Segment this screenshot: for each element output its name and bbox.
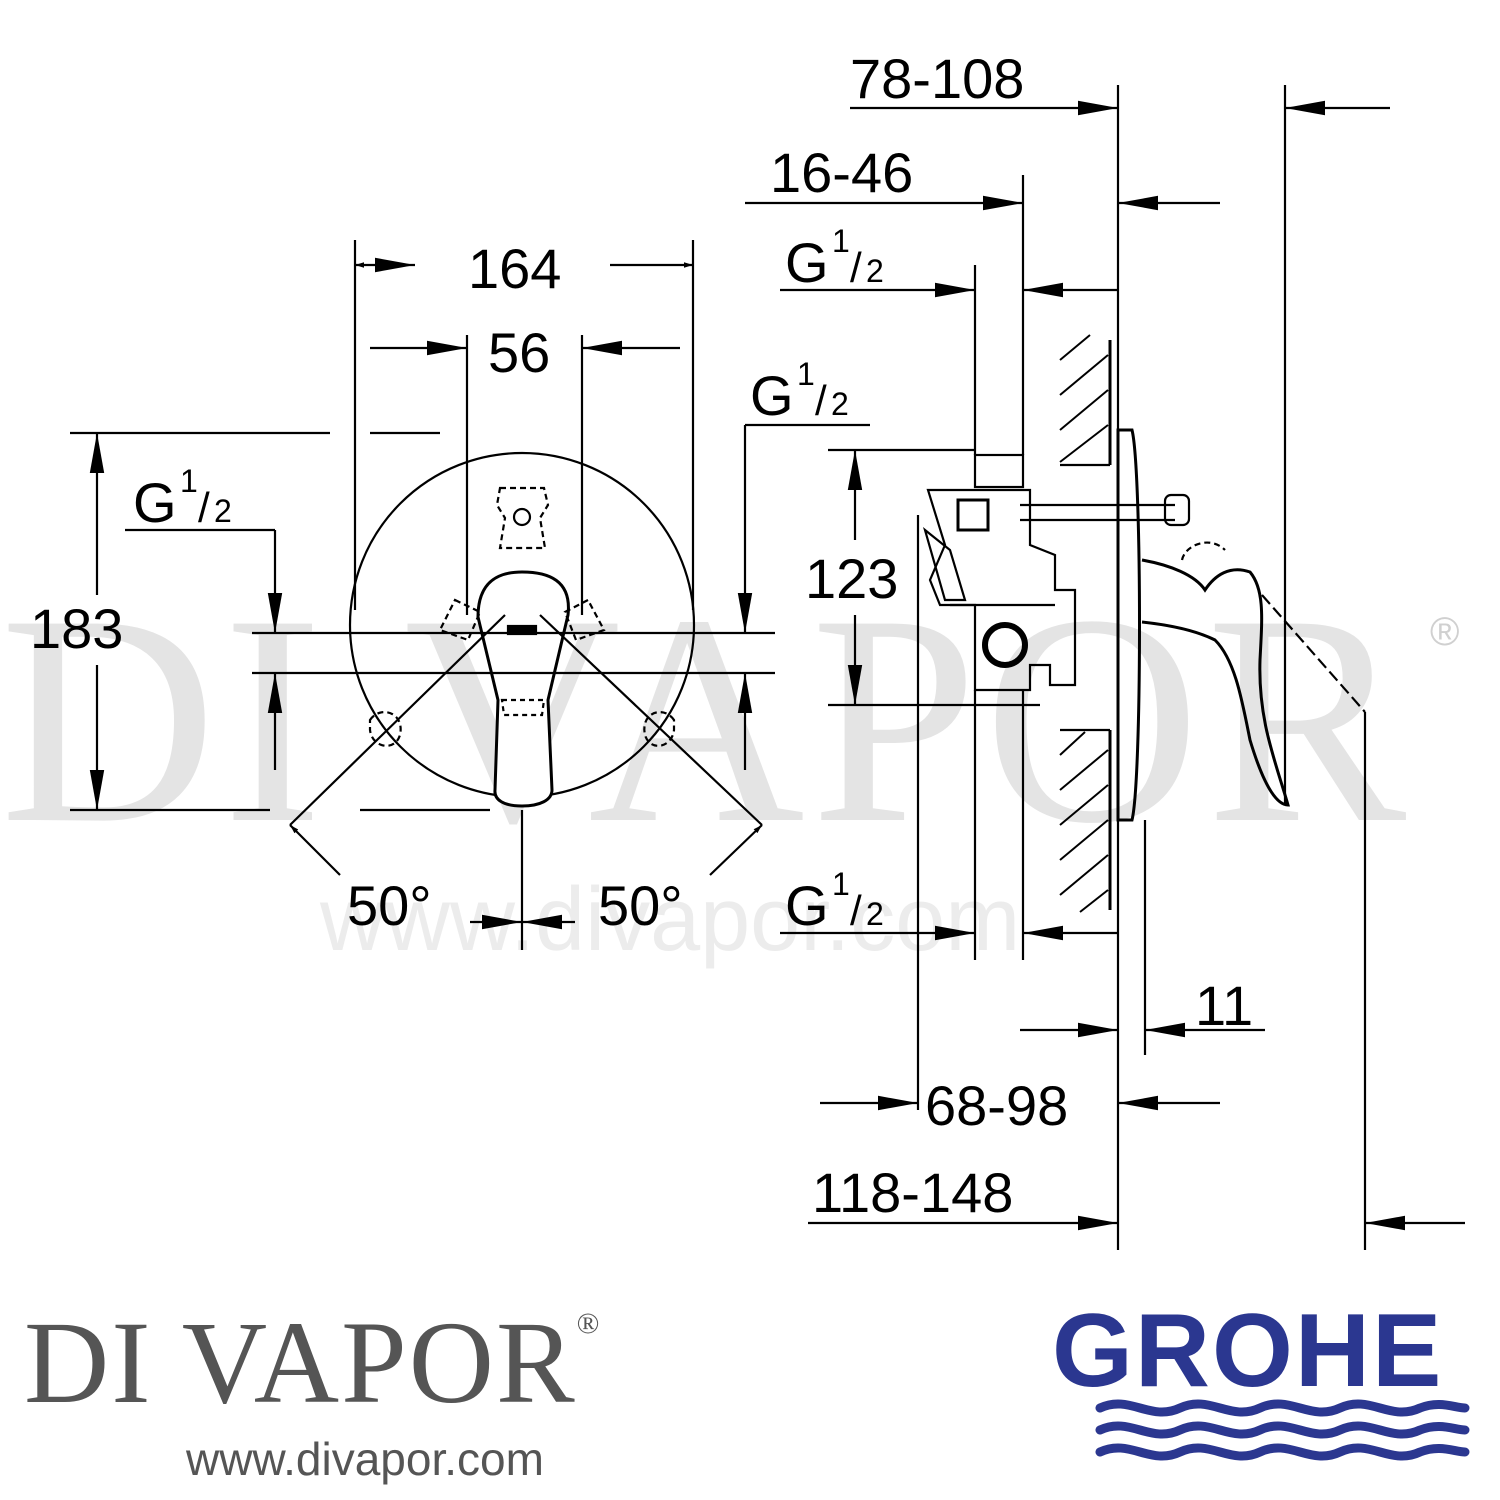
grohe-logo-text: GROHE bbox=[1052, 1293, 1444, 1409]
svg-text:G: G bbox=[133, 471, 177, 534]
lever-ghost-arc bbox=[1261, 594, 1366, 713]
diverter-knob-side bbox=[1163, 493, 1191, 527]
angle-arrow-left bbox=[289, 824, 341, 876]
lever-ghost-top bbox=[1180, 541, 1226, 561]
label-angle-left: 50° bbox=[347, 874, 432, 937]
label-183: 183 bbox=[30, 597, 123, 660]
svg-text:2: 2 bbox=[866, 896, 884, 932]
angle-line-left bbox=[289, 614, 506, 826]
svg-text:/: / bbox=[198, 484, 210, 531]
label-118-148: 118-148 bbox=[812, 1161, 1013, 1224]
label-angle-right: 50° bbox=[598, 874, 683, 937]
registered-mark: ® bbox=[576, 1307, 602, 1340]
svg-text:G: G bbox=[785, 231, 829, 294]
divapor-url: www.divapor.com bbox=[186, 1433, 544, 1485]
front-view bbox=[70, 240, 870, 950]
svg-text:/: / bbox=[815, 377, 827, 424]
label-11: 11 bbox=[1195, 974, 1253, 1037]
label-68-98: 68-98 bbox=[925, 1074, 1068, 1137]
valve-top-port bbox=[973, 453, 1025, 489]
svg-text:1: 1 bbox=[832, 866, 850, 902]
svg-text:1: 1 bbox=[797, 356, 815, 392]
watermark-text: DI VAPOR bbox=[0, 553, 1412, 885]
label-78-108: 78-108 bbox=[850, 47, 1024, 110]
svg-text:2: 2 bbox=[866, 253, 884, 289]
diverter-outline bbox=[495, 486, 550, 550]
svg-text:/: / bbox=[850, 244, 862, 291]
thread-label-front-right: G 1 / 2 bbox=[750, 356, 849, 427]
valve-body bbox=[926, 488, 1077, 692]
thread-label-side-top: G 1 / 2 bbox=[785, 223, 884, 294]
watermark: DI VAPOR ® www.divapor.com bbox=[0, 553, 1459, 970]
lever-side-profile bbox=[1141, 558, 1290, 807]
body-bracket bbox=[922, 526, 967, 602]
svg-text:1: 1 bbox=[180, 463, 198, 499]
label-16-46: 16-46 bbox=[770, 141, 913, 204]
svg-text:2: 2 bbox=[831, 386, 849, 422]
lever-ghost-band bbox=[500, 698, 546, 717]
side-view bbox=[745, 85, 1465, 1250]
outlet-port bbox=[982, 622, 1028, 668]
watermark-registered: ® bbox=[1430, 610, 1459, 654]
ghost-handle-lower-left bbox=[368, 711, 402, 747]
label-164: 164 bbox=[468, 237, 561, 300]
diverter-knob bbox=[512, 507, 532, 527]
angle-arrow-right bbox=[709, 824, 763, 876]
angle-line-right bbox=[539, 614, 763, 826]
lever-handle bbox=[476, 570, 570, 808]
thread-label-front-left: G 1 / 2 bbox=[133, 463, 232, 534]
svg-text:G: G bbox=[785, 874, 829, 937]
side-view-labels: 78-108 16-46 123 11 68-98 118-148 G 1 / … bbox=[770, 47, 1253, 1224]
label-56: 56 bbox=[488, 321, 550, 384]
rosette-plate-side bbox=[1116, 428, 1141, 822]
valve-nut bbox=[956, 498, 990, 532]
thread-label-side-bottom: G 1 / 2 bbox=[785, 866, 884, 937]
divapor-logo: DI VAPOR® bbox=[24, 1297, 602, 1428]
svg-text:1: 1 bbox=[832, 223, 850, 259]
watermark-url: www.divapor.com bbox=[319, 870, 1020, 970]
svg-text:/: / bbox=[850, 887, 862, 934]
label-123: 123 bbox=[805, 547, 898, 610]
svg-text:G: G bbox=[750, 364, 794, 427]
grohe-wave-icon bbox=[1095, 1399, 1470, 1461]
front-view-labels: 164 56 183 50° 50° G 1 / 2 G 1 / 2 bbox=[30, 237, 849, 937]
wall-hatch bbox=[1059, 334, 1109, 913]
svg-text:2: 2 bbox=[214, 493, 232, 529]
